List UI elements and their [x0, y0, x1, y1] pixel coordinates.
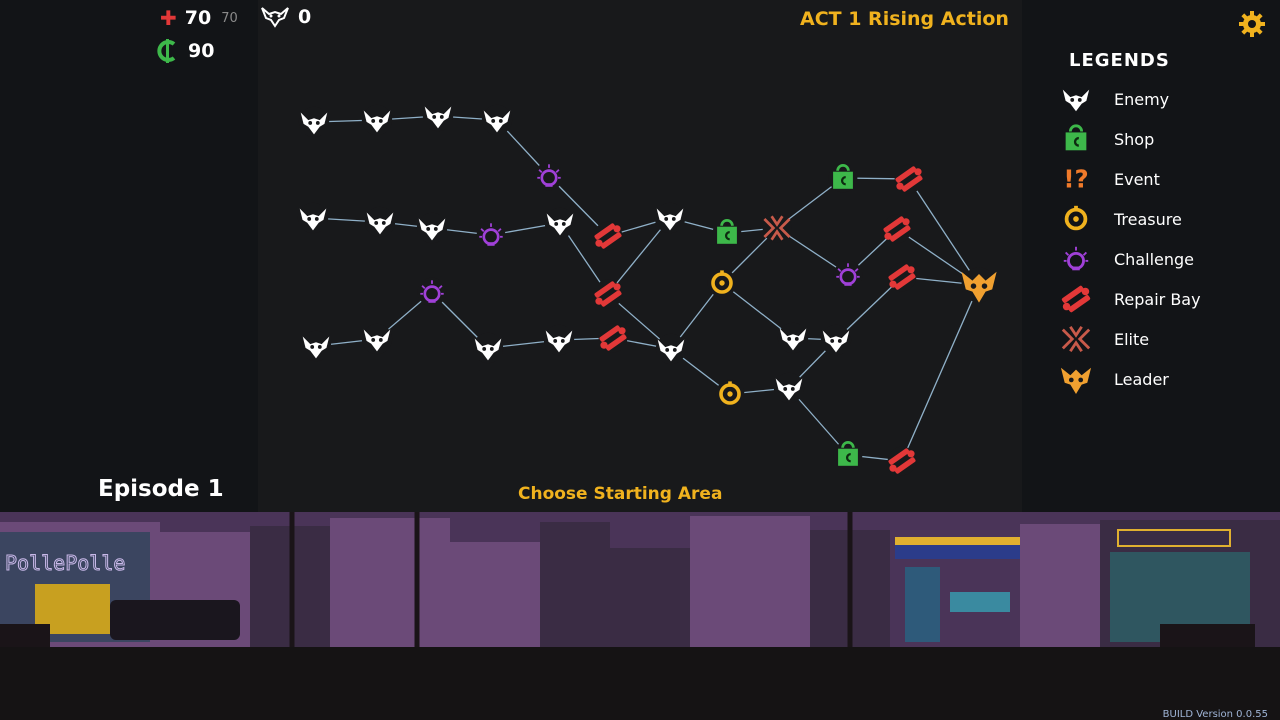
legend-item-challenge: Challenge: [1060, 243, 1194, 275]
legend-label: Repair Bay: [1114, 289, 1201, 309]
elite-icon: [1061, 325, 1091, 353]
enemy-node-icon: [422, 100, 454, 132]
challenge-node-icon: [534, 161, 564, 191]
legend-label: Treasure: [1114, 209, 1182, 229]
enemy-node-icon: [777, 322, 809, 354]
enemy-node-icon: [543, 324, 575, 356]
legend-label: Shop: [1114, 129, 1155, 149]
route-nodes: [297, 100, 997, 476]
repair-node-icon: [887, 262, 917, 292]
legend-item-shop: Shop: [1060, 123, 1154, 155]
enemy-node-icon: [820, 324, 852, 356]
legend-label: Leader: [1114, 369, 1169, 389]
event-icon: !?: [1063, 164, 1088, 193]
repair-node-icon: [894, 164, 924, 194]
kills-value: 0: [298, 6, 312, 28]
challenge-icon: [1063, 246, 1089, 271]
legends-title: LEGENDS: [1069, 50, 1170, 71]
health-max: 70: [221, 10, 238, 26]
leader-icon: [1060, 367, 1092, 395]
health-display: ✚ 70 70: [160, 6, 238, 30]
enemy-node-icon: [472, 332, 504, 364]
legend-item-repair: Repair Bay: [1060, 283, 1201, 315]
legend-item-elite: Elite: [1060, 323, 1149, 355]
enemy-node-icon: [544, 207, 576, 239]
leader-node-icon: [961, 267, 997, 303]
act-title: ACT 1 Rising Action: [800, 8, 1009, 30]
right-panel: [1022, 0, 1280, 512]
enemy-node-icon[interactable]: [297, 202, 329, 234]
shop-node-icon: [712, 218, 742, 248]
challenge-node-icon: [417, 277, 447, 307]
credits-display: 90: [156, 38, 214, 64]
route-edges: [312, 115, 980, 462]
shop-icon: [1065, 124, 1087, 151]
choose-starting-area-prompt: Choose Starting Area: [518, 484, 723, 504]
elite-node-icon: [762, 213, 792, 243]
route-map: [297, 100, 997, 476]
route-edge: [901, 284, 980, 462]
enemy-node-icon: [416, 212, 448, 244]
legend-item-event: !? Event: [1060, 163, 1160, 195]
build-version: BUILD Version 0.0.55: [1162, 709, 1268, 720]
map-panel: [258, 0, 1022, 512]
storefront-sign: PollePolle: [5, 551, 125, 575]
enemy-node-icon: [655, 333, 687, 365]
route-edge: [835, 276, 903, 341]
shop-node-icon: [833, 440, 863, 470]
enemy-node-icon: [654, 202, 686, 234]
repair-node-icon: [593, 221, 623, 251]
enemy-kills-icon: [261, 7, 289, 28]
health-value: 70: [184, 7, 212, 29]
enemy-node-icon: [773, 372, 805, 404]
legend-item-treasure: Treasure: [1060, 203, 1182, 235]
treasure-node-icon: [707, 268, 737, 298]
kills-display: 0: [260, 6, 311, 28]
legend-item-leader: Leader: [1060, 363, 1169, 395]
legend-label: Enemy: [1114, 89, 1170, 109]
credits-icon: [157, 39, 176, 63]
enemy-node-icon: [364, 206, 396, 238]
legend-label: Event: [1114, 169, 1160, 189]
enemy-node-icon: [481, 104, 513, 136]
enemy-node-icon[interactable]: [300, 330, 332, 362]
route-edge: [908, 178, 980, 286]
repair-icon: [1061, 285, 1091, 313]
legend-item-enemy: Enemy: [1060, 83, 1169, 115]
legend-label: Challenge: [1114, 249, 1194, 269]
challenge-node-icon: [476, 220, 506, 250]
enemy-icon: [1062, 89, 1090, 112]
left-panel: [0, 0, 258, 512]
gear-icon[interactable]: [1238, 10, 1266, 38]
repair-node-icon: [882, 214, 912, 244]
city-street-scene: PollePolle: [0, 512, 1280, 720]
repair-node-icon: [887, 446, 917, 476]
enemy-node-icon[interactable]: [298, 106, 330, 138]
repair-node-icon: [593, 279, 623, 309]
challenge-node-icon: [833, 260, 863, 290]
shop-node-icon: [828, 163, 858, 193]
enemy-node-icon: [361, 323, 393, 355]
health-icon: ✚: [160, 6, 177, 30]
credits-value: 90: [188, 40, 215, 62]
enemy-node-icon: [361, 104, 393, 136]
episode-label: Episode 1: [98, 476, 224, 502]
legend-label: Elite: [1114, 329, 1150, 349]
svg-text:!?: !?: [1063, 164, 1088, 193]
route-edge: [607, 217, 671, 295]
repair-node-icon: [598, 323, 628, 353]
treasure-node-icon: [715, 379, 745, 409]
treasure-icon: [1064, 205, 1088, 231]
